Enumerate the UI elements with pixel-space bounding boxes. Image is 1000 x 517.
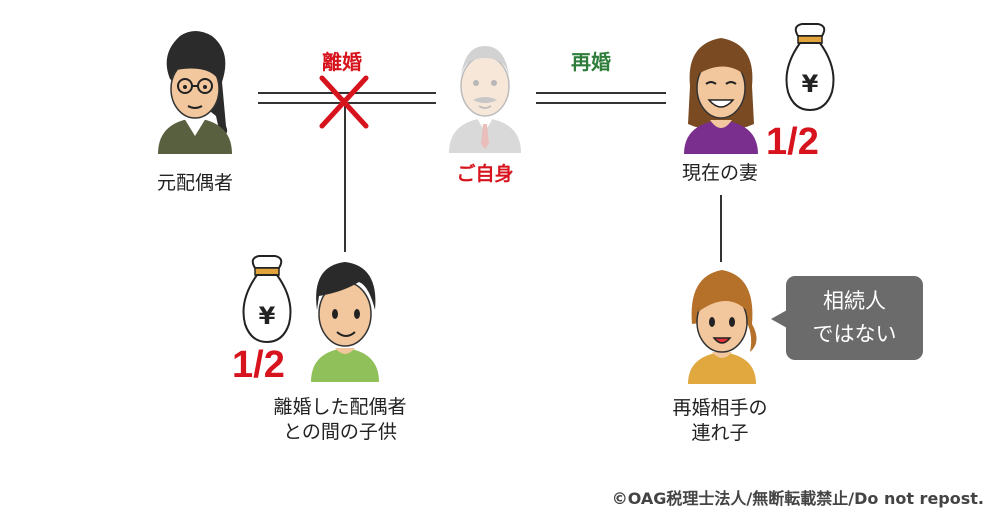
stepchild-label-line1: 再婚相手の (672, 397, 768, 419)
self-avatar (449, 46, 521, 153)
current-wife-avatar (684, 38, 758, 154)
self-label: ご自身 (456, 163, 514, 185)
child-from-divorce-label-line1: 離婚した配偶者 (273, 396, 407, 418)
current-wife-label: 現在の妻 (681, 162, 758, 184)
stepchild-avatar (688, 270, 757, 384)
child-from-divorce-label: 離婚した配偶者 との間の子供 (250, 395, 430, 445)
speech-bubble-tail (771, 310, 787, 328)
former-spouse-label: 元配偶者 (156, 172, 233, 194)
money-bag-icon: ¥ (785, 23, 835, 112)
child-from-divorce-avatar (311, 262, 379, 382)
speech-bubble-line2: ではない (812, 322, 897, 346)
remarriage-label: 再婚 (571, 50, 611, 74)
not-heir-speech-bubble: 相続人 ではない (786, 276, 923, 360)
speech-bubble-line1: 相続人 (823, 289, 886, 313)
copyright-notice: ©OAG税理士法人/無断転載禁止/Do not repost. (611, 489, 984, 508)
divorce-label: 離婚 (322, 50, 362, 74)
divorce-cross-mark (319, 75, 369, 129)
stepchild-label: 再婚相手の 連れ子 (630, 396, 810, 446)
svg-text:¥: ¥ (802, 70, 819, 98)
svg-text:¥: ¥ (259, 302, 276, 330)
child-from-divorce-share: 1/2 (232, 344, 285, 386)
former-spouse-avatar (158, 31, 232, 154)
stepchild-label-line2: 連れ子 (691, 422, 749, 444)
money-bag-icon: ¥ (242, 255, 292, 344)
current-wife-share: 1/2 (766, 121, 819, 163)
child-from-divorce-label-line2: との間の子供 (283, 421, 397, 443)
